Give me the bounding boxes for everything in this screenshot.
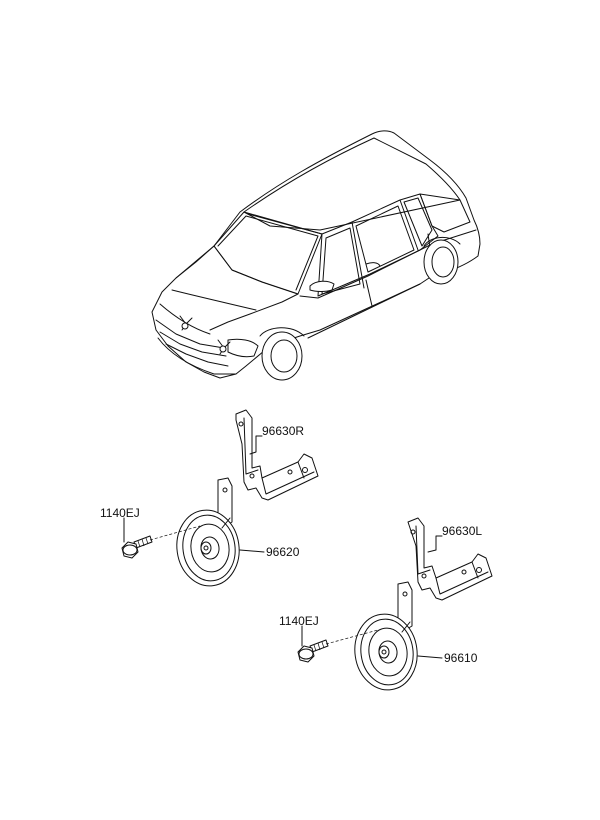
leader-lines xyxy=(123,435,443,659)
horn-96610-illustration xyxy=(354,581,418,691)
label-bracket-right: 96630R xyxy=(262,424,304,438)
horn-96620-illustration xyxy=(176,477,240,587)
bolt-lower-illustration xyxy=(297,639,329,663)
label-bolt-upper: 1140EJ xyxy=(100,506,140,520)
label-bracket-left: 96630L xyxy=(442,524,482,538)
label-horn-lower: 96610 xyxy=(444,651,478,665)
label-bolt-lower: 1140EJ xyxy=(279,614,319,628)
vehicle-illustration xyxy=(151,130,481,381)
bracket-96630l-illustration xyxy=(407,517,493,601)
label-horn-upper: 96620 xyxy=(266,545,300,559)
bracket-96630r-illustration xyxy=(235,409,319,501)
bolt-upper-illustration xyxy=(121,535,153,559)
